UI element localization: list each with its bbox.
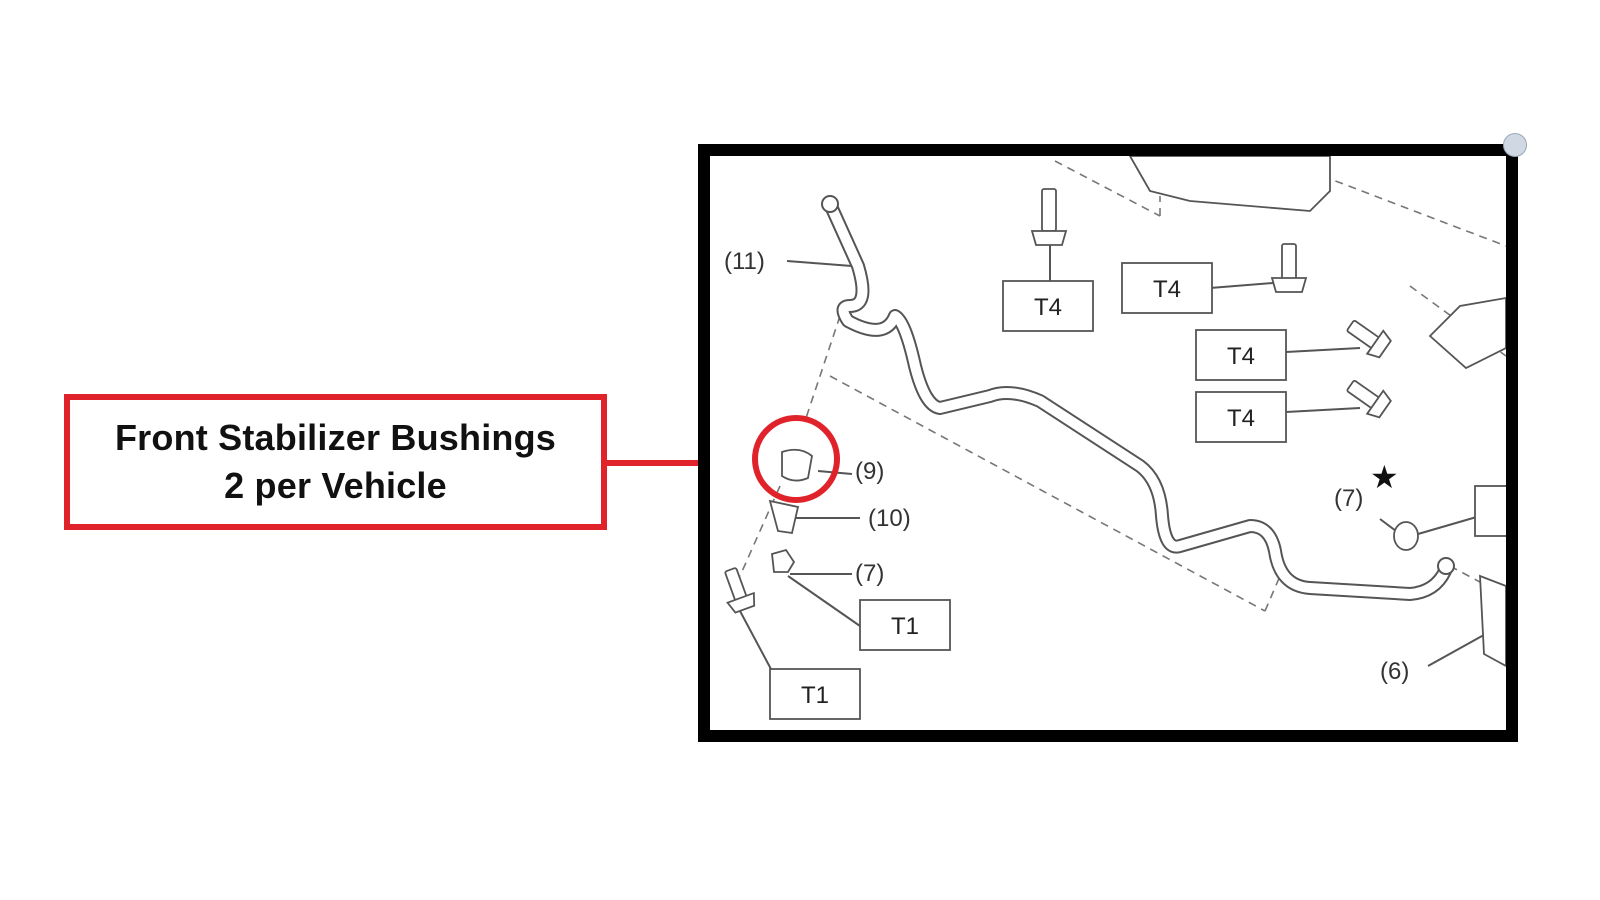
torque-label: T4 <box>1227 343 1255 370</box>
callout-leader-line <box>607 460 757 466</box>
torque-box-t1-b <box>769 668 861 720</box>
bolt-icon <box>1346 379 1392 419</box>
part-label: (11) <box>724 248 765 275</box>
part-label: (6) <box>1380 658 1409 685</box>
washer-icon <box>1393 521 1419 551</box>
subframe-bracket <box>1128 156 1331 212</box>
bolt-icon <box>1270 243 1308 293</box>
callout-box: Front Stabilizer Bushings 2 per Vehicle <box>64 394 607 530</box>
link-bracket <box>1428 297 1506 370</box>
torque-box-t1-a <box>859 599 951 651</box>
bolt-icon <box>1346 319 1392 359</box>
star-icon: ★ <box>1370 459 1399 495</box>
parts-diagram: T4 T4 T4 T4 T1 T1 (11) (9) (10) (7) (7) … <box>724 156 1506 720</box>
torque-label: T4 <box>1153 276 1181 303</box>
part-label: (9) <box>855 458 884 485</box>
torque-label: T1 <box>801 682 829 709</box>
highlight-circle <box>752 415 840 503</box>
callout-title: Front Stabilizer Bushings <box>114 417 557 458</box>
torque-label: T4 <box>1034 294 1062 321</box>
torque-box-t4-b <box>1121 262 1213 314</box>
torque-label: T4 <box>1227 405 1255 432</box>
nut-icon <box>771 548 796 573</box>
torque-box-partial <box>1474 485 1506 537</box>
torque-box-t4-a <box>1002 280 1094 332</box>
bolt-icon <box>724 567 756 614</box>
torque-box-t4-c <box>1195 329 1287 381</box>
end-link <box>1479 574 1506 668</box>
bar-end-eye-right <box>1437 557 1455 575</box>
part-label: (7) <box>855 560 884 587</box>
torque-box-t4-d <box>1195 391 1287 443</box>
callout-subtitle: 2 per Vehicle <box>224 465 447 506</box>
part-label: (10) <box>868 505 911 532</box>
torque-label: T1 <box>891 613 919 640</box>
part-label: (7) <box>1334 485 1363 512</box>
bracket-icon <box>768 499 800 535</box>
expand-icon[interactable] <box>1503 133 1527 157</box>
bolt-icon <box>1030 188 1068 246</box>
bar-end-eye-left <box>821 195 839 213</box>
dashed-guides <box>739 156 1506 612</box>
